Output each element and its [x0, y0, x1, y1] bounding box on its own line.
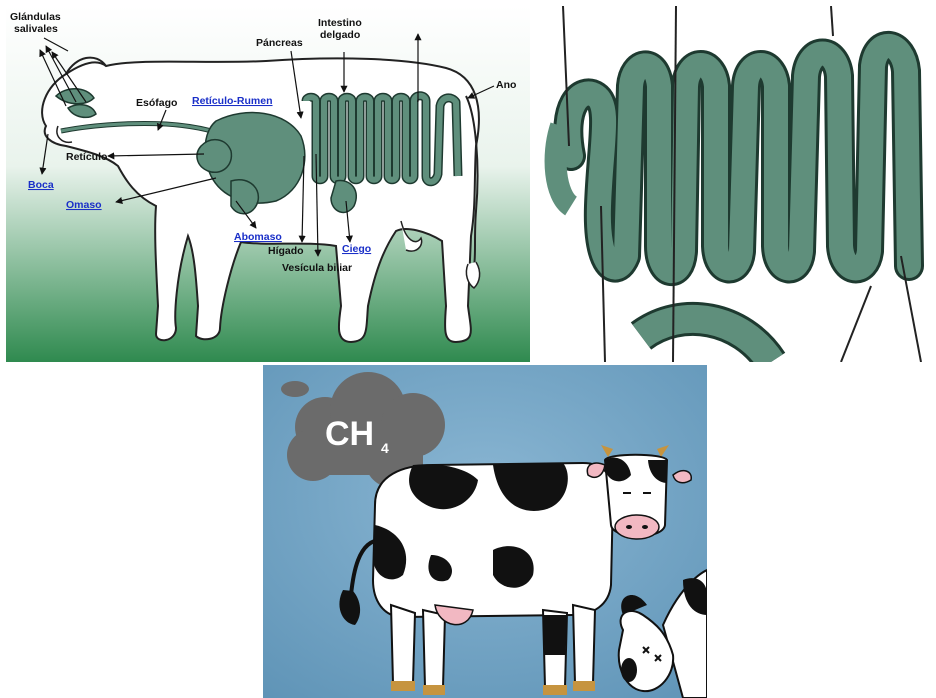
link-ciego[interactable]: Ciego	[342, 243, 371, 255]
link-reticulo-rumen[interactable]: Retículo-Rumen	[192, 95, 273, 107]
hoof	[573, 681, 595, 691]
hoof	[391, 681, 415, 691]
label-glandulas: Glándulas	[10, 11, 61, 23]
hoof	[543, 685, 567, 695]
cloud-ch-text: CH	[325, 415, 374, 453]
label-vesicula: Vesícula biliar	[282, 262, 352, 274]
label-salivales: salivales	[14, 23, 58, 35]
label-delgado: delgado	[320, 29, 360, 41]
cloud-subscript: 4	[381, 440, 389, 456]
label-intestino: Intestino	[318, 17, 362, 29]
label-pancreas: Páncreas	[256, 37, 303, 49]
intestine-closeup	[541, 6, 930, 362]
link-boca[interactable]: Boca	[28, 179, 54, 191]
methane-cartoon: CH 4	[263, 365, 707, 698]
link-omaso[interactable]: Omaso	[66, 199, 102, 211]
link-abomaso[interactable]: Abomaso	[234, 231, 282, 243]
label-reticulo: Retículo	[66, 151, 107, 163]
label-ano: Ano	[496, 79, 516, 91]
digestive-anatomy-diagram: Glándulas salivales Esófago Retículo-Rum…	[6, 6, 530, 362]
label-higado: Hígado	[268, 245, 304, 257]
hoof	[423, 685, 445, 695]
label-esofago: Esófago	[136, 97, 177, 109]
